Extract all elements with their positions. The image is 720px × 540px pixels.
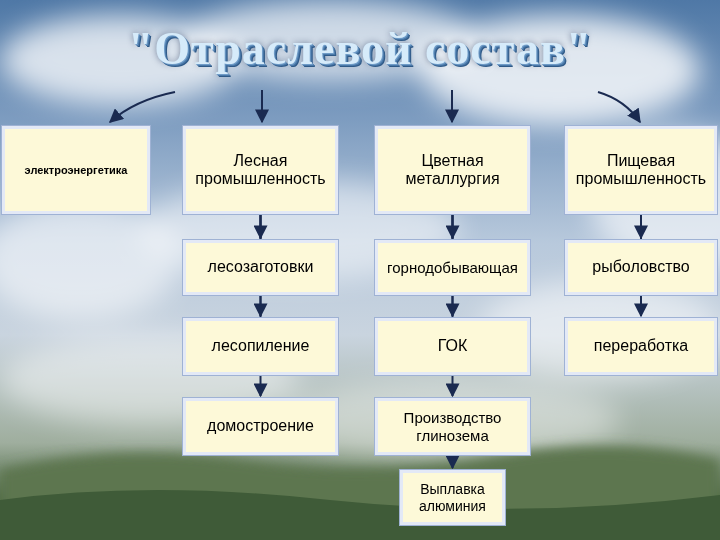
clouds xyxy=(0,0,720,460)
box-label: ГОК xyxy=(438,337,468,355)
title-arrow xyxy=(110,92,175,122)
title-text: "Отраслевой состав" xyxy=(128,23,593,74)
box-label: рыболовство xyxy=(592,258,689,276)
box-label: Выплавка алюминия xyxy=(406,481,499,513)
industry-box: рыболовство xyxy=(565,240,717,295)
box-label: домостроение xyxy=(207,417,314,435)
box-label: Лесная промышленность xyxy=(189,152,332,189)
box-label: Пищевая промышленность xyxy=(571,152,711,189)
industry-box: Выплавка алюминия xyxy=(400,470,505,525)
industry-box: домостроение xyxy=(183,398,338,455)
industry-box: лесозаготовки xyxy=(183,240,338,295)
box-label: лесозаготовки xyxy=(208,258,314,276)
title-arrow xyxy=(451,90,453,122)
title-arrow xyxy=(261,90,263,122)
box-label: Производство глинозема xyxy=(381,409,524,444)
box-label: лесопиление xyxy=(212,337,310,355)
title-arrow xyxy=(598,92,640,122)
industry-box: Производство глинозема xyxy=(375,398,530,455)
industry-box: горнодобывающая xyxy=(375,240,530,295)
industry-box: ГОК xyxy=(375,318,530,375)
box-label: горнодобывающая xyxy=(387,259,518,276)
industry-box: Лесная промышленность xyxy=(183,126,338,214)
industry-box: Пищевая промышленность xyxy=(565,126,717,214)
industry-box: Цветная металлургия xyxy=(375,126,530,214)
connector-arrow xyxy=(452,456,454,468)
slide-title: "Отраслевой состав" xyxy=(0,22,720,75)
industry-box: переработка xyxy=(565,318,717,375)
box-label: переработка xyxy=(594,337,688,355)
industry-box: лесопиление xyxy=(183,318,338,375)
box-label: электроэнергетика xyxy=(25,164,128,177)
hills xyxy=(0,446,720,540)
box-label: Цветная металлургия xyxy=(381,152,524,189)
industry-box: электроэнергетика xyxy=(2,126,150,214)
